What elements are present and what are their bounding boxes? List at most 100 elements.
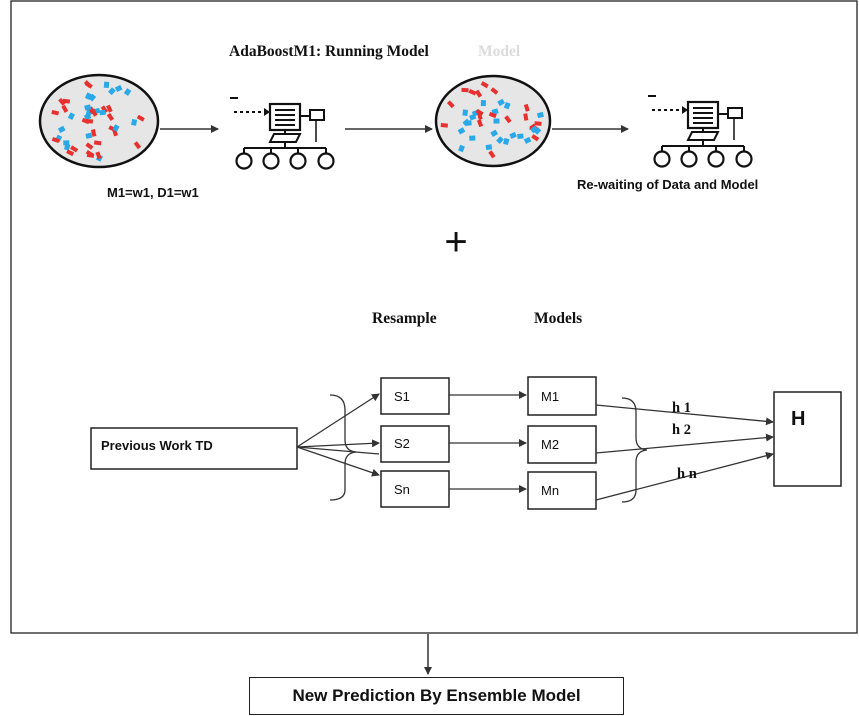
model-label-m1: M1 <box>541 389 559 404</box>
model-box-m1 <box>527 376 597 416</box>
blue-data-point <box>112 124 120 132</box>
red-data-point <box>70 145 79 153</box>
red-data-point <box>51 110 60 116</box>
hypothesis-label-h2: h 2 <box>672 422 691 438</box>
blue-data-point <box>536 111 544 119</box>
blue-data-point <box>123 88 132 96</box>
blue-data-point <box>480 100 487 107</box>
red-data-point <box>58 97 66 106</box>
blue-data-point <box>493 118 500 124</box>
red-data-point <box>480 81 489 89</box>
sample-label-sn: Sn <box>394 482 410 497</box>
blue-data-point <box>458 144 465 153</box>
red-data-point <box>488 150 496 159</box>
sample-box-s1 <box>380 377 450 415</box>
red-data-point <box>523 103 530 112</box>
ensemble-prediction-label: New Prediction By Ensemble Model <box>292 686 581 705</box>
red-data-point <box>100 105 109 114</box>
red-data-point <box>461 87 469 93</box>
blue-data-point <box>63 140 70 146</box>
blue-data-point <box>457 127 466 135</box>
blue-data-point <box>523 136 532 144</box>
red-data-point <box>86 152 95 158</box>
caption-initial-weights: M1=w1, D1=w1 <box>107 185 199 200</box>
blue-data-point <box>490 129 499 137</box>
red-data-point <box>51 136 60 144</box>
red-data-point <box>61 104 69 113</box>
dataset-reweighted-icon <box>434 74 552 168</box>
red-data-point <box>523 113 529 121</box>
blue-data-point <box>469 113 477 121</box>
red-data-point <box>106 112 115 122</box>
red-data-point <box>85 119 94 124</box>
fanout-line-sn <box>296 446 380 477</box>
red-data-point <box>133 141 142 150</box>
red-data-point <box>440 123 448 128</box>
outer-frame <box>10 0 858 634</box>
blue-data-point <box>67 112 75 121</box>
red-data-point <box>136 114 145 122</box>
blue-data-point <box>503 102 511 110</box>
combined-hypothesis-box <box>773 391 842 487</box>
diagram-title-ghost: Model <box>478 43 521 60</box>
arrow-m1-h <box>595 404 774 426</box>
blue-data-point <box>530 125 538 134</box>
red-data-point <box>488 111 497 119</box>
blue-data-point <box>108 87 116 96</box>
blue-data-point <box>88 93 97 102</box>
blue-data-point <box>462 109 469 116</box>
sample-label-s2: S2 <box>394 436 410 451</box>
blue-data-point <box>503 138 510 145</box>
blue-data-point <box>131 119 138 126</box>
model-box-m2 <box>527 425 597 464</box>
red-data-point <box>531 134 540 142</box>
resample-header: Resample <box>372 310 437 327</box>
model-label-m2: M2 <box>541 437 559 452</box>
red-data-point <box>106 104 113 113</box>
sample-box-s2 <box>380 425 450 463</box>
resample-left-brace <box>329 394 357 501</box>
plus-symbol: + <box>444 220 467 264</box>
red-data-point <box>534 121 542 126</box>
fanout-line-s1 <box>296 393 380 448</box>
blue-data-point <box>99 109 106 116</box>
model-label-mn: Mn <box>541 483 559 498</box>
fanout-line-s2b <box>296 446 380 455</box>
red-data-point <box>476 119 484 128</box>
blue-data-point <box>496 136 504 145</box>
red-data-point <box>475 108 484 116</box>
input-dataset-box <box>90 427 298 470</box>
sample-label-s1: S1 <box>394 389 410 404</box>
caption-reweighting: Re-waiting of Data and Model <box>577 177 758 192</box>
blue-data-point <box>497 98 505 107</box>
red-data-point <box>504 115 512 124</box>
ensemble-prediction-box: New Prediction By Ensemble Model <box>249 677 624 715</box>
blue-data-point <box>84 104 92 111</box>
red-data-point <box>490 87 499 95</box>
hypothesis-label-hn: h n <box>677 466 697 482</box>
input-dataset-label: Previous Work TD <box>101 438 213 453</box>
models-header: Models <box>534 310 582 327</box>
red-data-point <box>90 129 97 137</box>
hypothesis-label-h1: h 1 <box>672 400 691 416</box>
blue-data-point <box>469 135 476 141</box>
blue-data-point <box>114 84 123 92</box>
red-data-point <box>446 100 455 109</box>
arrow-m2-h <box>595 433 774 454</box>
classifier-computer-icon-2 <box>646 94 753 168</box>
blue-data-point <box>465 120 472 126</box>
models-right-brace <box>621 397 648 503</box>
red-data-point <box>85 142 94 150</box>
sample-box-sn <box>380 470 450 508</box>
classifier-computer-icon-1 <box>228 96 335 170</box>
blue-data-point <box>103 81 110 89</box>
arrow-mn-h <box>595 451 774 501</box>
red-data-point <box>93 140 102 146</box>
red-data-point <box>90 108 98 117</box>
blue-data-point <box>485 144 493 151</box>
dataset-initial-icon <box>38 73 160 169</box>
combined-hypothesis-label: H <box>791 408 805 430</box>
red-data-point <box>476 112 483 120</box>
blue-data-point <box>517 133 524 139</box>
